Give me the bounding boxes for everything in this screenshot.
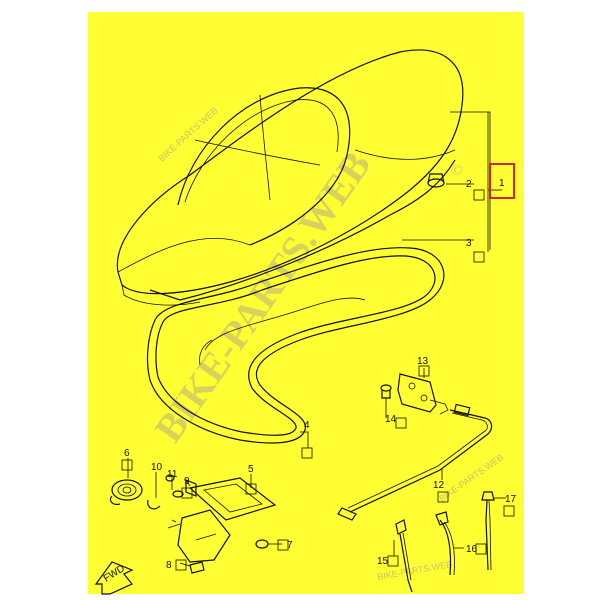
- svg-text:16: 16: [466, 544, 478, 555]
- seat-cable-part[interactable]: [337, 403, 493, 521]
- leader-lines: [127, 111, 506, 567]
- part-label-17[interactable]: 17: [503, 494, 517, 517]
- part-label-1[interactable]: 1: [489, 163, 515, 199]
- svg-text:17: 17: [505, 494, 517, 505]
- seat-seal-part[interactable]: [146, 247, 445, 444]
- bolt-part-14[interactable]: [380, 384, 392, 399]
- part-label-11[interactable]: 11: [167, 469, 178, 480]
- part-label-3[interactable]: 3: [466, 238, 485, 263]
- svg-text:5: 5: [248, 464, 254, 475]
- svg-text:3: 3: [466, 238, 472, 249]
- part-label-7[interactable]: 7: [277, 539, 293, 551]
- bumper-part[interactable]: [427, 173, 445, 188]
- part-label-15[interactable]: 15: [377, 555, 399, 567]
- svg-text:14: 14: [385, 414, 397, 425]
- part-label-16[interactable]: 16: [466, 543, 487, 555]
- part-label-5[interactable]: 5: [245, 464, 257, 495]
- nut-part-7[interactable]: [255, 539, 269, 549]
- part-label-12[interactable]: 12: [433, 480, 449, 503]
- forward-arrow: FWD: [94, 561, 134, 595]
- svg-text:9: 9: [184, 476, 190, 487]
- svg-text:6: 6: [124, 448, 130, 459]
- svg-text:7: 7: [287, 540, 293, 551]
- svg-text:8: 8: [166, 560, 172, 571]
- svg-text:11: 11: [167, 469, 178, 480]
- part-label-8[interactable]: 8: [166, 559, 187, 571]
- spring-part[interactable]: [109, 479, 143, 505]
- part-label-2[interactable]: 2: [466, 179, 485, 201]
- part-label-10[interactable]: 10: [151, 462, 163, 473]
- hinge-plate-part[interactable]: [167, 477, 277, 563]
- watermark-small-mid: BIKE-PARTS.WEB: [437, 452, 505, 504]
- svg-text:10: 10: [151, 462, 163, 473]
- svg-text:15: 15: [377, 556, 389, 567]
- svg-text:2: 2: [466, 179, 472, 190]
- watermark-large: BIKE-PARTS.WEB: [146, 143, 380, 450]
- svg-text:4: 4: [304, 420, 310, 431]
- clip-part-17[interactable]: [481, 491, 495, 571]
- svg-text:13: 13: [417, 356, 429, 367]
- cap-part-8[interactable]: [189, 561, 205, 574]
- part-label-13[interactable]: 13: [417, 356, 430, 377]
- watermark-copyright: ©: [451, 162, 463, 179]
- svg-text:1: 1: [499, 178, 505, 189]
- part-label-6[interactable]: 6: [121, 448, 133, 471]
- part-label-14[interactable]: 14: [385, 414, 407, 429]
- part-label-9[interactable]: 9: [181, 476, 193, 499]
- cable-tie-part-15[interactable]: [395, 519, 413, 593]
- highlight-box: [489, 163, 515, 199]
- seat-drawing[interactable]: [116, 49, 464, 306]
- part-label-4[interactable]: 4: [301, 420, 313, 459]
- svg-text:12: 12: [433, 480, 445, 491]
- latch-bracket-part[interactable]: [397, 373, 449, 415]
- diagram-sheet: [88, 12, 524, 594]
- cable-tie-part-16[interactable]: [435, 511, 455, 576]
